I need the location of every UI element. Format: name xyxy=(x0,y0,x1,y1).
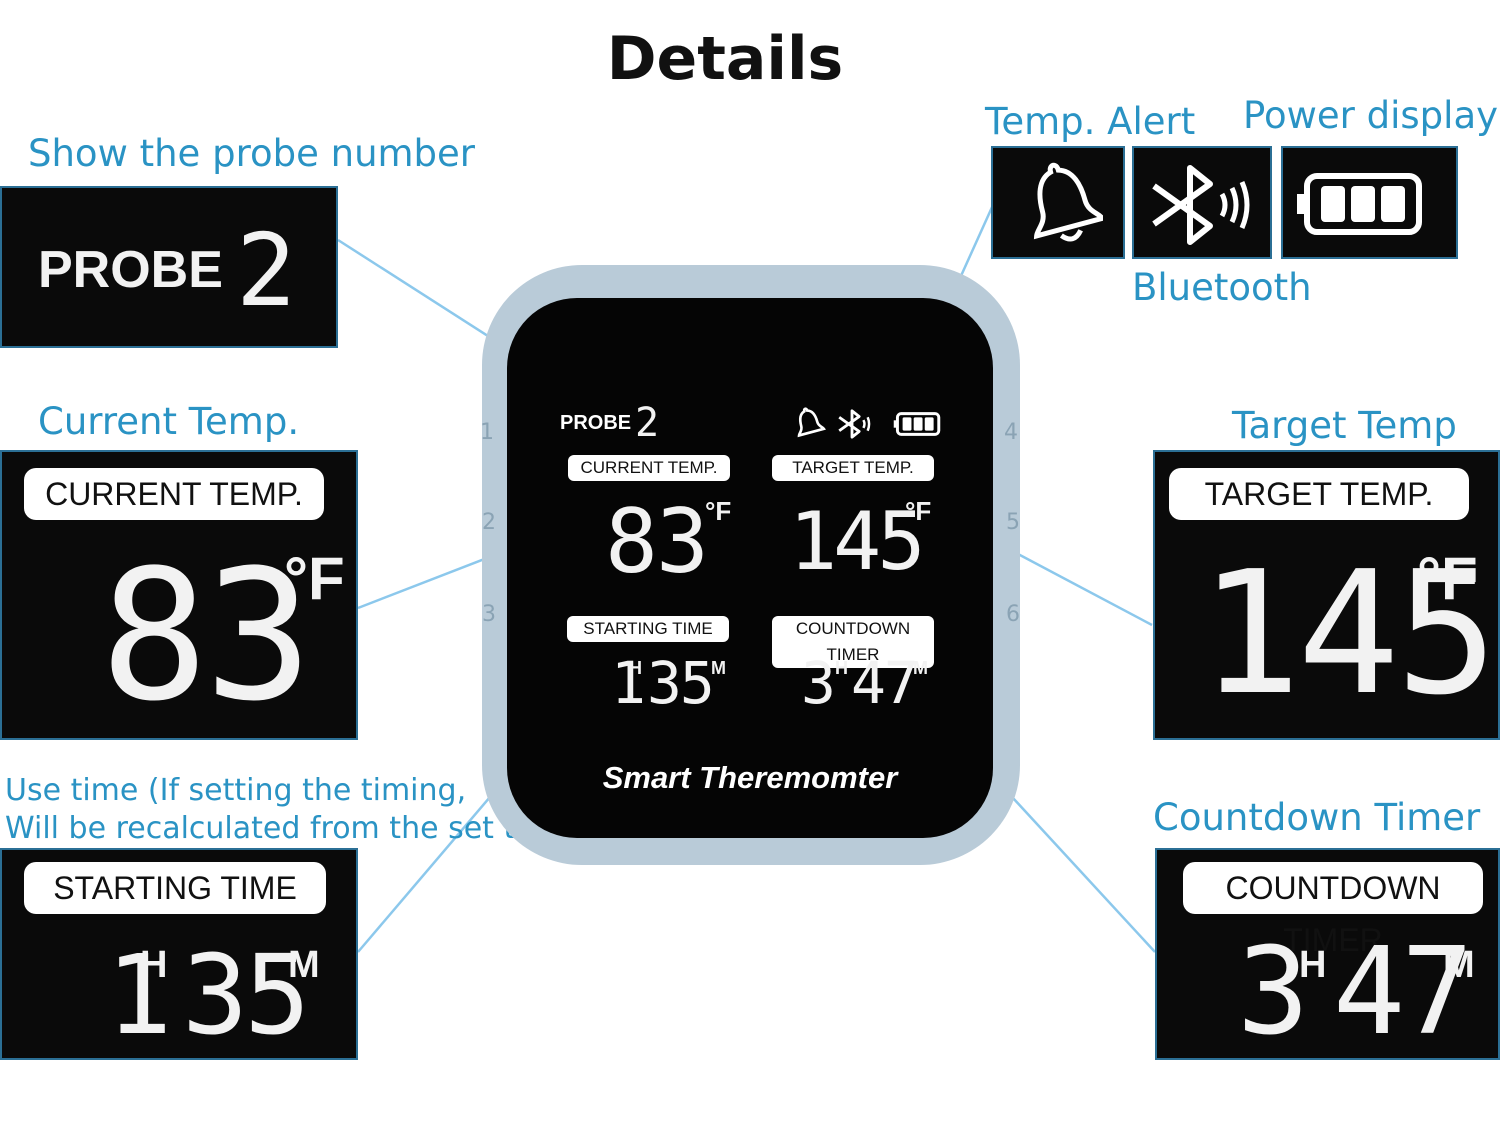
target-temp-pill: TARGET TEMP. xyxy=(1169,468,1469,520)
screen-current-pill: CURRENT TEMP. xyxy=(568,455,730,481)
screen-target-pill: TARGET TEMP. xyxy=(772,455,934,481)
target-temp-panel: TARGET TEMP. 145 °F xyxy=(1153,450,1500,740)
bluetooth-icon-box xyxy=(1132,146,1272,259)
screen-current-temp: 83 xyxy=(605,490,709,593)
starting-minutes: 35 xyxy=(182,931,310,1059)
side-number-1: 1 xyxy=(480,420,494,445)
screen-probe-text: PROBE xyxy=(560,412,632,434)
current-temp-pill: CURRENT TEMP. xyxy=(24,468,324,520)
screen-battery-icon xyxy=(893,412,941,436)
thermometer-screen: PROBE 2 CURRENT TEMP. TARGET TEMP. 83 °F… xyxy=(507,298,993,838)
battery-icon-box xyxy=(1281,146,1458,259)
probe-number-label: Show the probe number xyxy=(28,132,476,175)
screen-countdown-pill: COUNTDOWN TIMER xyxy=(772,616,934,668)
countdown-hours: 3 xyxy=(1237,923,1309,1062)
screen-countdown-minutes: 47 xyxy=(851,649,919,717)
countdown-panel: COUNTDOWN TIMER 3 H 47 M xyxy=(1155,848,1500,1060)
bell-icon xyxy=(1033,162,1103,242)
screen-starting-hours: 1 xyxy=(611,649,646,717)
current-temp-value: 83 xyxy=(100,532,313,741)
target-temp-unit: °F xyxy=(1417,545,1478,612)
screen-probe-number: 2 xyxy=(635,400,660,446)
current-temp-label: Current Temp. xyxy=(38,400,300,443)
starting-hours: 1 xyxy=(106,931,172,1059)
use-time-label-line2: Will be recalculated from the set time) xyxy=(5,811,583,846)
countdown-minutes: 47 xyxy=(1333,923,1473,1062)
side-number-4: 4 xyxy=(1004,420,1018,445)
current-temp-panel: CURRENT TEMP. 83 °F xyxy=(0,450,358,740)
screen-bell-icon xyxy=(797,407,826,438)
side-number-5: 5 xyxy=(1006,510,1020,535)
screen-countdown-hour-unit: H xyxy=(835,658,848,678)
starting-time-pill: STARTING TIME xyxy=(24,862,326,914)
probe-panel: PROBE 2 xyxy=(0,186,338,348)
screen-bluetooth-icon xyxy=(838,409,871,439)
device-brand-name: Smart Theremomter xyxy=(602,760,898,795)
battery-icon xyxy=(1297,173,1422,235)
bell-icon-box xyxy=(991,146,1125,259)
temp-alert-label: Temp. Alert xyxy=(985,100,1196,143)
use-time-label-line1: Use time (If setting the timing, xyxy=(5,773,467,808)
screen-starting-pill: STARTING TIME xyxy=(567,616,729,642)
screen-current-unit: °F xyxy=(705,496,732,526)
screen-countdown-minute-unit: M xyxy=(913,658,928,678)
probe-text: PROBE xyxy=(38,241,223,299)
side-number-3: 3 xyxy=(482,602,496,627)
current-temp-unit: °F xyxy=(284,545,345,612)
countdown-timer-label: Countdown Timer xyxy=(1153,796,1481,839)
screen-countdown-hours: 3 xyxy=(801,649,836,717)
starting-minute-unit: M xyxy=(288,944,320,986)
countdown-minute-unit: M xyxy=(1443,944,1475,986)
screen-target-temp: 145 xyxy=(789,495,925,588)
side-number-2: 2 xyxy=(482,510,496,535)
probe-number: 2 xyxy=(236,212,296,329)
side-number-6: 6 xyxy=(1006,602,1020,627)
starting-hour-unit: H xyxy=(140,944,168,986)
power-display-label: Power display xyxy=(1243,94,1499,137)
countdown-pill: COUNTDOWN TIMER xyxy=(1183,862,1483,958)
screen-starting-minute-unit: M xyxy=(711,658,726,678)
screen-starting-hour-unit: H xyxy=(629,658,642,678)
page-title: Details xyxy=(606,24,844,94)
screen-starting-minutes: 35 xyxy=(647,649,715,717)
target-temp-value: 145 xyxy=(1199,535,1498,733)
countdown-hour-unit: H xyxy=(1299,944,1327,986)
starting-time-panel: STARTING TIME 1 H 35 M xyxy=(0,848,358,1060)
target-temp-label: Target Temp xyxy=(1232,404,1457,447)
bluetooth-label: Bluetooth xyxy=(1132,266,1312,309)
bluetooth-icon xyxy=(1152,165,1250,245)
screen-target-unit: °F xyxy=(905,496,932,526)
